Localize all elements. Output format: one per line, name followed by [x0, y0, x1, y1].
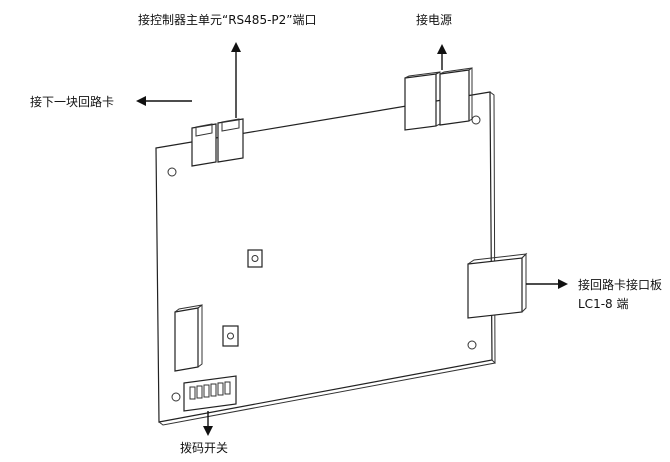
small-component-lower — [222, 325, 239, 347]
mounting-hole-bottom-left — [171, 392, 181, 402]
small-component-upper — [247, 249, 263, 268]
tall-component — [174, 304, 203, 372]
mounting-hole-top-right — [471, 115, 481, 125]
label-loop-card-board-line2: LC1-8 端 — [578, 297, 628, 311]
connector-rs485 — [191, 118, 244, 167]
arrow-controller-main-unit — [231, 42, 241, 118]
mounting-hole-bottom-right — [467, 340, 477, 350]
mounting-hole-top-left — [167, 167, 177, 177]
label-loop-card-board-line1: 接回路卡接口板 — [578, 277, 662, 292]
arrow-power — [437, 44, 447, 70]
mounting-holes — [167, 115, 481, 402]
label-power: 接电源 — [416, 12, 452, 27]
arrow-loop-card-board — [526, 279, 568, 289]
arrow-dip-switch — [203, 411, 213, 436]
label-controller-main-unit: 接控制器主单元“RS485-P2”端口 — [138, 12, 317, 27]
label-dip-switch: 拨码开关 — [180, 441, 228, 455]
dip-switch — [183, 375, 237, 412]
connector-loop-card-board — [467, 252, 528, 319]
label-next-loop-card: 接下一块回路卡 — [30, 94, 114, 109]
arrow-next-loop-card — [136, 96, 192, 106]
connector-power — [404, 67, 473, 131]
